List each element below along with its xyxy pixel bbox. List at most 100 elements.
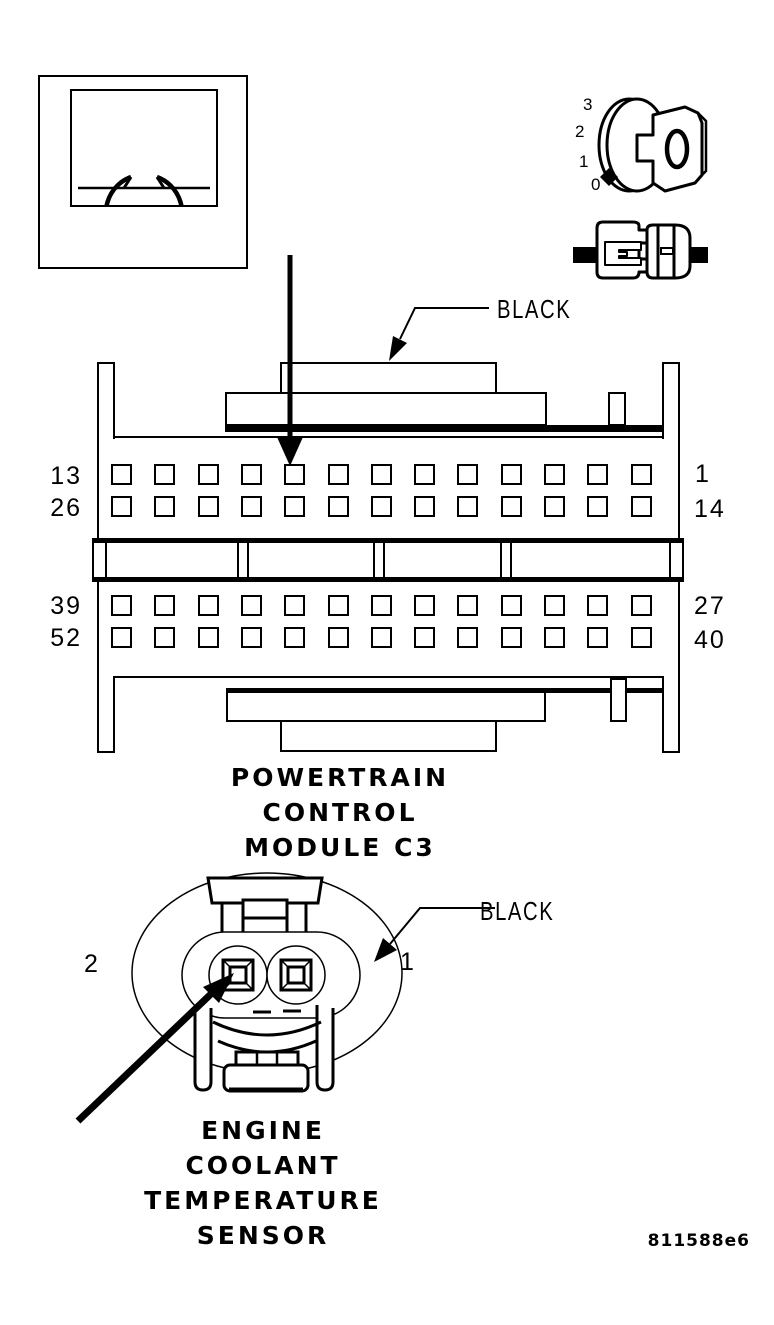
pcm-pin — [587, 595, 609, 616]
pcm-title-line-1: POWERTRAIN — [230, 763, 450, 792]
pcm-black-leader — [389, 307, 489, 361]
ect-wire-color-label: BLACK — [480, 896, 555, 926]
pcm-pin — [327, 595, 349, 616]
pcm-flange-line — [113, 362, 115, 439]
pcm-row-label-left-52: 52 — [50, 624, 82, 652]
band-divider — [247, 543, 249, 577]
pcm-pin — [154, 627, 176, 648]
pcm-pin — [500, 627, 522, 648]
band-divider — [669, 543, 671, 577]
pcm-pin — [327, 464, 349, 485]
pcm-pin — [587, 496, 609, 517]
left-wire-stub-icon — [573, 247, 597, 263]
pcm-pin — [587, 627, 609, 648]
pcm-pin — [500, 464, 522, 485]
pcm-pin — [240, 595, 262, 616]
dial-scale-1: 1 — [579, 152, 588, 171]
pcm-pin — [544, 496, 565, 517]
pcm-pin — [111, 595, 132, 616]
ohm-symbol-icon — [78, 174, 210, 205]
pcm-pin — [587, 464, 609, 485]
pcm-pin — [544, 595, 565, 616]
pcm-row-label-right-27: 27 — [694, 592, 726, 620]
ect-title-line-3: TEMPERATURE — [144, 1186, 382, 1215]
pcm-row-label-right-40: 40 — [694, 626, 726, 654]
connector-pair-icon — [573, 220, 708, 280]
ohmmeter-box-inner — [70, 89, 218, 207]
ect-terminal-2 — [221, 958, 255, 992]
pcm-row-label-right-14: 14 — [694, 495, 726, 523]
pcm-pin — [284, 464, 306, 485]
dial-scale-3: 3 — [583, 95, 592, 114]
pcm-pin — [240, 496, 262, 517]
pcm-row-label-left-39: 39 — [50, 592, 82, 620]
band-divider — [373, 543, 375, 577]
band-divider — [105, 543, 107, 577]
ect-connector-drawing — [131, 872, 403, 1093]
band-divider — [500, 543, 502, 577]
pcm-bottom-lock-lower — [280, 720, 497, 752]
pcm-wire-color-label: BLACK — [497, 294, 572, 324]
band-divider — [237, 543, 239, 577]
pcm-pin — [154, 496, 176, 517]
pcm-top-rail — [115, 436, 662, 438]
pcm-bottom-rail — [115, 676, 662, 678]
pcm-pin — [630, 464, 652, 485]
pcm-top-lock-lower — [225, 392, 547, 426]
dial-scale-2: 2 — [575, 122, 584, 141]
band-divider — [510, 543, 512, 577]
right-wire-stub-icon — [690, 247, 708, 263]
pcm-flange-line — [662, 676, 664, 753]
pcm-pin — [414, 464, 436, 485]
pcm-pin — [370, 496, 392, 517]
pcm-pin — [414, 595, 436, 616]
pcm-pin — [500, 496, 522, 517]
pcm-pin — [327, 627, 349, 648]
pcm-pin — [284, 595, 306, 616]
pcm-pin — [630, 627, 652, 648]
terminal-cavity-icon — [604, 241, 642, 266]
pcm-pin — [544, 627, 565, 648]
ect-title-line-1: ENGINE — [201, 1116, 325, 1145]
pcm-flange-line — [662, 362, 664, 439]
ect-right-prong — [315, 1005, 335, 1092]
ect-left-prong — [193, 1005, 213, 1092]
ect-title-line-4: SENSOR — [196, 1221, 330, 1250]
ect-mouth-upper — [212, 1020, 322, 1037]
ect-title-line-2: COOLANT — [185, 1151, 341, 1180]
pcm-pin — [154, 464, 176, 485]
pcm-pin — [457, 496, 479, 517]
pcm-pin — [500, 595, 522, 616]
pcm-top-latch-tab — [608, 392, 626, 426]
pcm-row-label-right-1: 1 — [695, 460, 711, 488]
pcm-title-line-2: CONTROL — [262, 798, 418, 827]
pcm-title-line-3: MODULE C3 — [244, 833, 436, 862]
pcm-pin — [197, 627, 219, 648]
pcm-pin — [370, 627, 392, 648]
pcm-pin — [370, 595, 392, 616]
pcm-pin — [457, 627, 479, 648]
ect-connector-title: ENGINE COOLANT TEMPERATURE SENSOR — [118, 1113, 408, 1253]
pcm-pin — [154, 595, 176, 616]
pcm-pin — [197, 496, 219, 517]
figure-id-label: 811588e6 — [647, 1231, 750, 1251]
ect-pin-label-2: 2 — [84, 950, 100, 978]
pcm-middle-band — [92, 538, 684, 582]
dial-scale-0: 0 — [591, 175, 600, 194]
pcm-pin — [414, 496, 436, 517]
pcm-pin — [240, 464, 262, 485]
pcm-pin — [240, 627, 262, 648]
pcm-pin — [457, 464, 479, 485]
pcm-pin — [327, 496, 349, 517]
terminal-slot-icon — [660, 247, 674, 255]
pcm-pin — [457, 595, 479, 616]
pcm-pin — [414, 627, 436, 648]
pcm-pin — [111, 496, 132, 517]
ect-bottom-cup — [222, 1063, 310, 1093]
pcm-flange-cap — [97, 362, 115, 364]
pcm-pin — [284, 627, 306, 648]
pcm-probe-arrow — [277, 255, 303, 466]
pcm-flange-cap — [662, 362, 680, 364]
pcm-bottom-lock-upper — [226, 688, 546, 722]
pcm-top-thick-rail — [225, 425, 663, 432]
